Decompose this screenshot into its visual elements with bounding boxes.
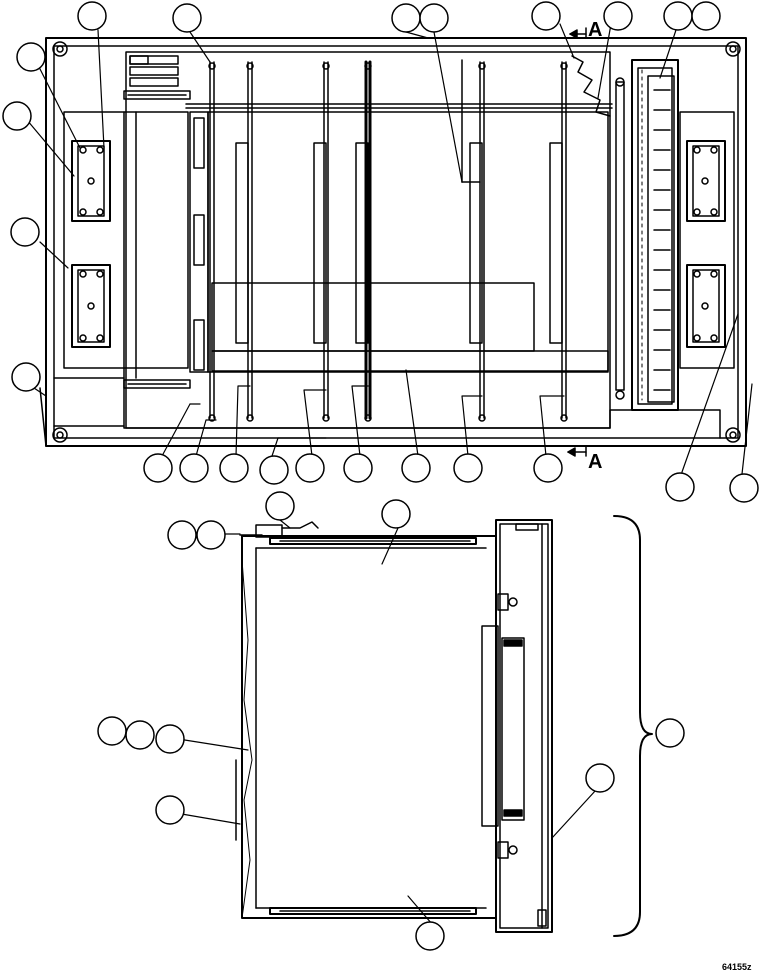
callout-circle [196, 520, 226, 550]
enclosure-inner-frame [53, 45, 739, 439]
callout-circle [401, 453, 431, 483]
callout-circle [155, 795, 185, 825]
callout-circle [143, 453, 173, 483]
right-connector-lower [686, 264, 726, 348]
enclosure-top-view [39, 27, 747, 457]
section-side-view [235, 515, 653, 937]
callout-circle [531, 1, 561, 31]
callout-circle [343, 453, 373, 483]
callout-circle [219, 453, 249, 483]
chassis-body [241, 535, 497, 919]
callout-circles [2, 1, 759, 951]
callout-circle [691, 1, 721, 31]
front-panel [495, 519, 553, 933]
callout-circle [419, 3, 449, 33]
right-connector-upper [686, 140, 726, 222]
callout-circle [381, 499, 411, 529]
section-a-arrows [567, 27, 587, 457]
callout-circle [16, 42, 46, 72]
enclosure-outer-frame [45, 37, 747, 447]
section-marker-top: A [588, 19, 602, 41]
callout-circle [155, 724, 185, 754]
callout-circle [125, 720, 155, 750]
callout-circle [97, 716, 127, 746]
left-connector-lower [71, 264, 111, 348]
figure-id: 64155z [722, 962, 752, 972]
card-ejector-rods [185, 60, 613, 422]
callout-circle [663, 1, 693, 31]
assembly-brace [613, 515, 653, 937]
callout-circle [259, 455, 289, 485]
callout-circle [729, 473, 759, 503]
corner-bolts [52, 41, 741, 443]
card-cage [123, 51, 611, 429]
callout-circle [295, 453, 325, 483]
callout-circle [2, 101, 32, 131]
callout-circle [179, 453, 209, 483]
callout-circle [533, 453, 563, 483]
terminal-strip [615, 59, 679, 411]
callout-circle [77, 1, 107, 31]
callout-circle [391, 3, 421, 33]
callout-circle [10, 217, 40, 247]
left-connector-upper [71, 140, 111, 222]
callout-circle [655, 718, 685, 748]
callout-circle [665, 472, 695, 502]
callout-circle [167, 520, 197, 550]
callout-circle [453, 453, 483, 483]
callout-circle [585, 763, 615, 793]
callout-circle [11, 362, 41, 392]
callout-circle [172, 3, 202, 33]
callout-circle [603, 1, 633, 31]
callout-circle [415, 921, 445, 951]
callout-circle [265, 491, 295, 521]
section-marker-bottom: A [588, 451, 602, 473]
top-latch [255, 524, 283, 538]
